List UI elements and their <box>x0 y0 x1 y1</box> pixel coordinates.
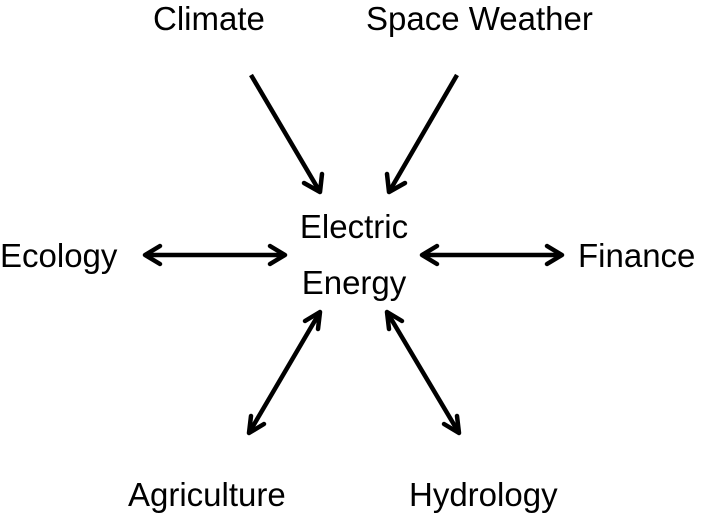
center-label-line1: Electric <box>299 208 409 245</box>
arrow-space-weather-to-energy <box>384 73 459 195</box>
arrow-energy-finance <box>419 243 565 267</box>
center-node-electric-energy: Electric Energy <box>274 200 434 310</box>
node-finance: Finance <box>578 237 696 274</box>
node-hydrology: Hydrology <box>409 476 558 513</box>
node-agriculture: Agriculture <box>128 476 286 513</box>
arrow-energy-agriculture <box>246 309 323 436</box>
center-label-line2: Energy <box>301 264 407 301</box>
arrow-climate-to-energy <box>249 73 325 195</box>
node-climate: Climate <box>153 0 265 37</box>
node-ecology: Ecology <box>0 237 118 274</box>
arrow-ecology-energy <box>142 243 288 267</box>
node-space-weather: Space Weather <box>366 0 593 37</box>
arrow-energy-hydrology <box>384 309 462 436</box>
